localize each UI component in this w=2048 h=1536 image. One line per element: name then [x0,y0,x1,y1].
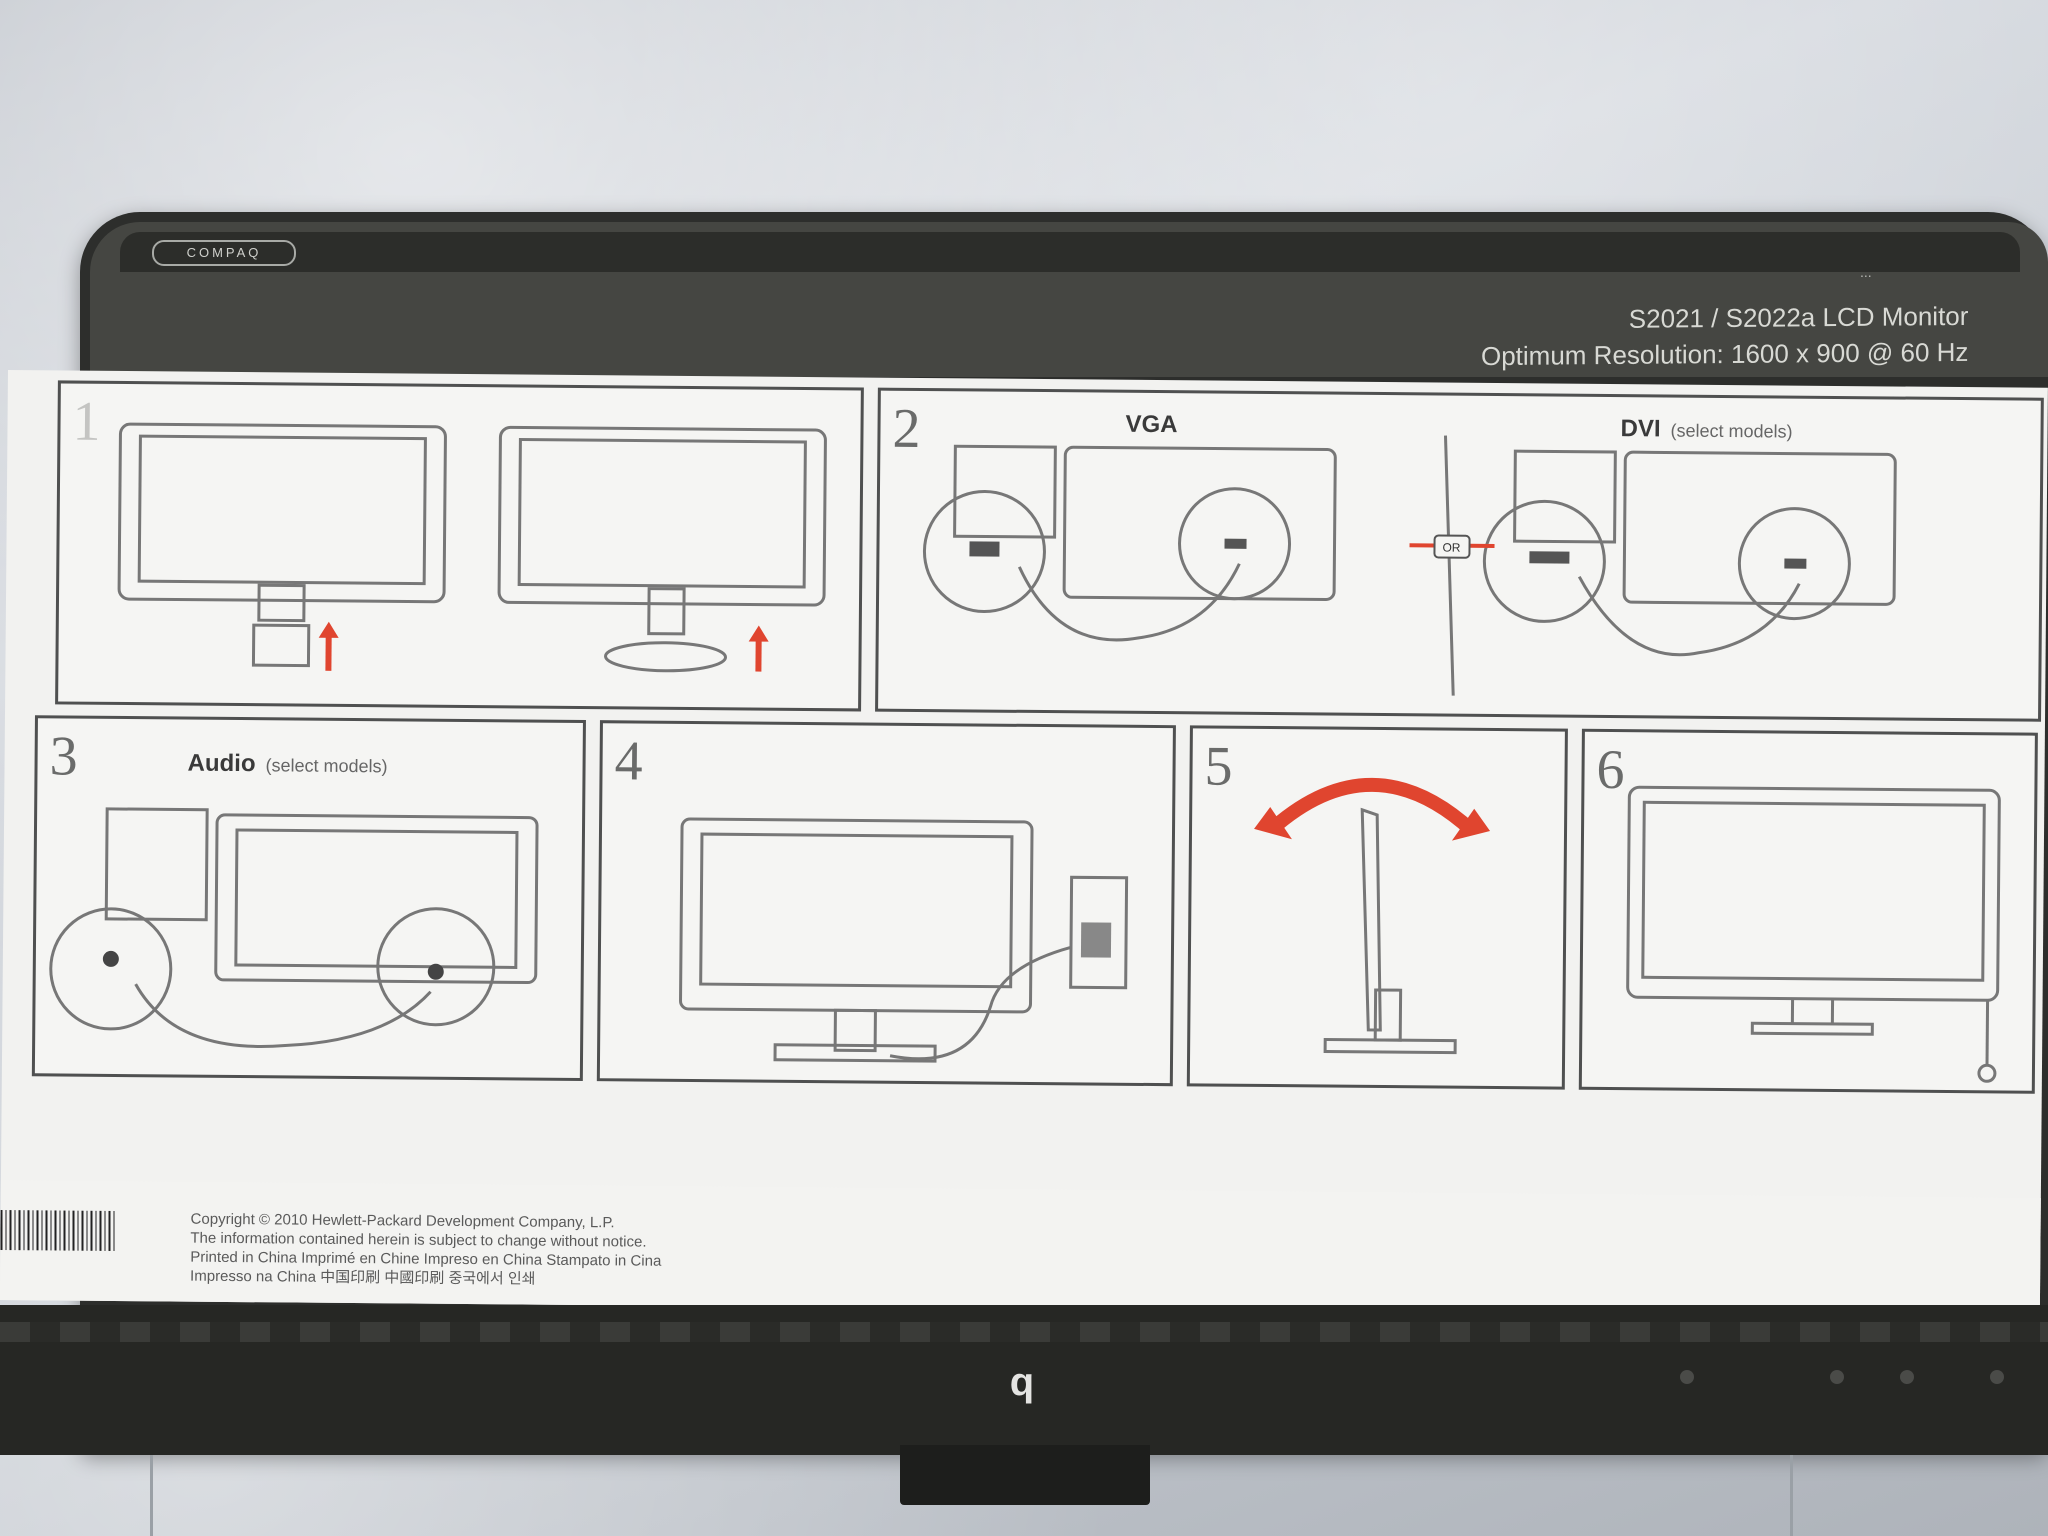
header-title: S2021 / S2022a LCD Monitor [1628,300,1968,334]
header-resolution: Optimum Resolution: 1600 x 900 @ 60 Hz [1480,336,1968,372]
power-button[interactable] [1990,1370,2004,1384]
step-6-illustration [1626,785,2001,1083]
or-divider-label: OR [1442,541,1460,555]
instruction-card: 1 2 VGA DVI(select models [0,370,2048,1318]
copyright-text: Copyright © 2010 Hewlett-Packard Develop… [190,1210,791,1291]
header-text: S2021 / S2022a LCD Monitor Optimum Resol… [1481,298,1968,374]
bezel-button[interactable] [1680,1370,1694,1384]
bezel-button[interactable] [1900,1370,1914,1384]
monitor-stand [900,1445,1150,1505]
brand-logo: COMPAQ [152,240,296,266]
barcode [0,1209,116,1251]
step-5-panel: 5 [1186,725,1568,1090]
floor-tile-edge [150,1455,153,1536]
monitor-top-strip [120,232,2020,272]
model-number: ... [1860,264,1872,280]
step-3-panel: 3 Audio(select models) [31,715,586,1082]
floor-tile-edge [1790,1455,1793,1536]
bezel-button[interactable] [1830,1370,1844,1384]
step-2-illustration: OR [922,435,1897,696]
compaq-q-logo: q [1009,1360,1035,1404]
step-3-illustration [49,807,539,1048]
step-4-illustration [679,817,1129,1063]
step-2-panel: 2 VGA DVI(select models) [875,387,2044,722]
step-1-illustration [117,422,827,673]
bezel-ridge [0,1322,2048,1342]
step-5-illustration [1254,777,1491,1055]
step-1-panel: 1 [55,380,864,712]
step-6-panel: 6 [1578,728,2038,1094]
step-4-panel: 4 [596,720,1176,1087]
